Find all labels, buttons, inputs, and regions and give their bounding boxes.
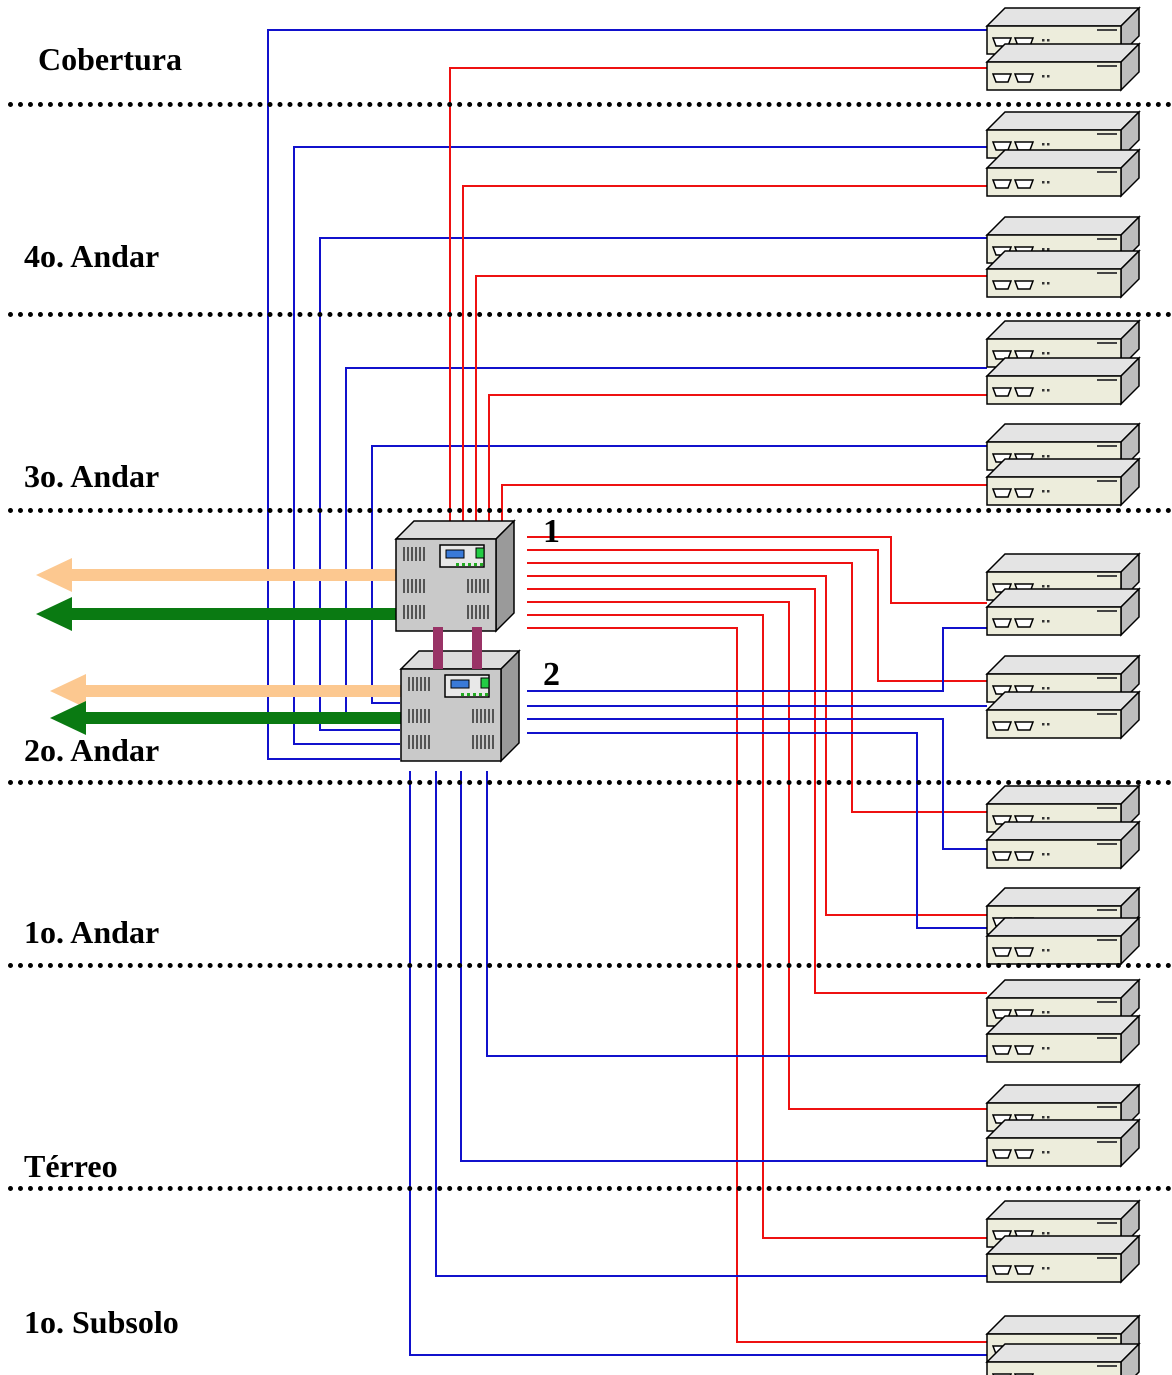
floor-separator	[8, 1186, 1172, 1191]
red-links-upper	[449, 67, 987, 524]
floor-separator	[8, 312, 1172, 317]
blue-links-lower	[409, 771, 987, 1356]
edge-switch	[986, 149, 1140, 197]
floor-label-1o-subsolo: 1o. Subsolo	[24, 1304, 179, 1340]
red-links-lower	[527, 536, 987, 1343]
edge-switch	[986, 357, 1140, 405]
floor-label-4o-andar: 4o. Andar	[24, 238, 160, 274]
floor-label-2o-andar: 2o. Andar	[24, 732, 160, 768]
floor-separator	[8, 102, 1172, 107]
stack-link-right	[472, 627, 482, 669]
core-switch-1	[395, 520, 515, 632]
uplink-arrow-sw1-light	[36, 558, 400, 592]
edge-switch	[986, 1235, 1140, 1283]
uplink-arrow-sw2-green	[50, 701, 412, 735]
floor-label-3o-andar: 3o. Andar	[24, 458, 160, 494]
floor-label-cobertura: Cobertura	[38, 41, 182, 77]
stack-link-left	[433, 627, 443, 669]
core-switch-2	[400, 650, 520, 762]
floor-separator	[8, 780, 1172, 785]
core-switch-2-label: 2	[543, 656, 560, 693]
edge-switch	[986, 588, 1140, 636]
floor-separator	[8, 508, 1172, 513]
edge-switch	[986, 1119, 1140, 1167]
edge-switch	[986, 821, 1140, 869]
core-switch-1-label: 1	[543, 513, 560, 550]
edge-switches	[986, 7, 1140, 1375]
floor-separator	[8, 963, 1172, 968]
edge-switch	[986, 1015, 1140, 1063]
uplink-arrow-sw2-light	[50, 674, 412, 708]
uplink-arrow-sw1-green	[36, 597, 400, 631]
floor-label-1o-andar: 1o. Andar	[24, 914, 160, 950]
edge-switch	[986, 691, 1140, 739]
edge-switch	[986, 1343, 1140, 1375]
edge-switch	[986, 917, 1140, 965]
floor-label-terreo: Térreo	[24, 1148, 118, 1184]
edge-switch	[986, 43, 1140, 91]
edge-switch	[986, 458, 1140, 506]
blue-links-right	[527, 627, 987, 929]
edge-switch	[986, 250, 1140, 298]
